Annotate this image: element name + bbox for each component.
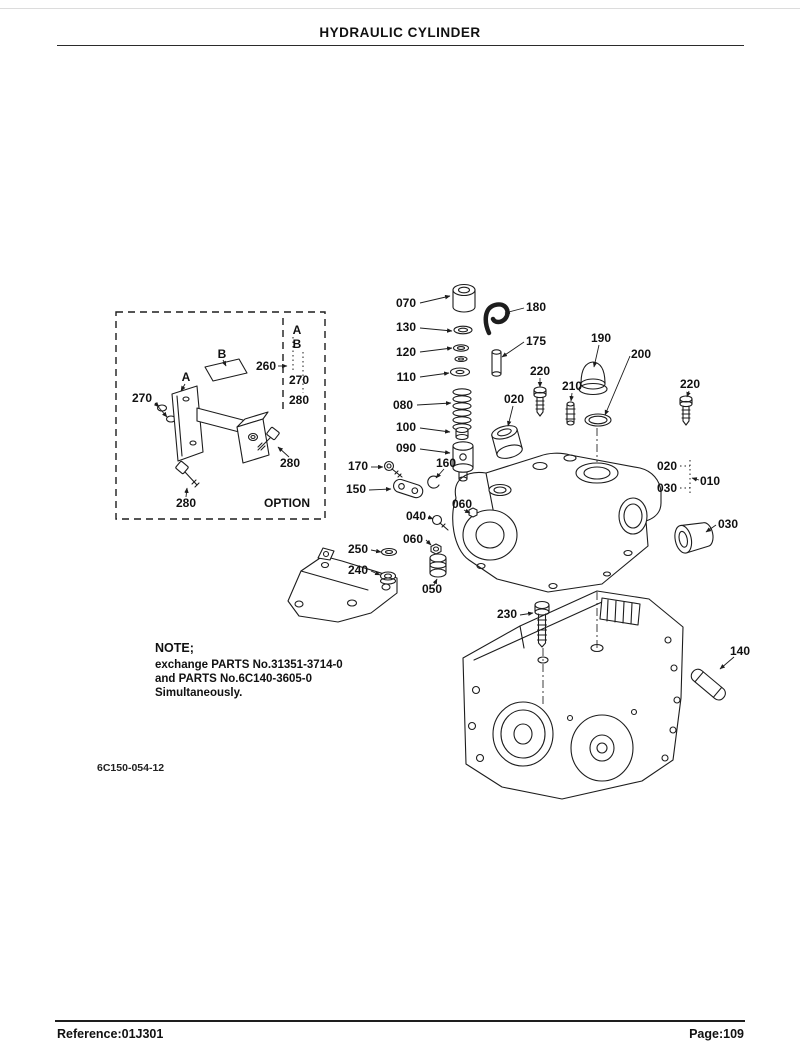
leader-lines [153,294,735,670]
page-title: HYDRAULIC CYLINDER [319,25,481,40]
part-070-cap [452,283,476,313]
part-030-bushing [674,522,714,554]
part-060-nut-lower [430,543,442,555]
option-part-a-label: A [182,370,191,384]
option-ref-260: 260 [256,359,276,373]
option-box-assembly [115,311,326,520]
callout-210: 210 [562,379,582,393]
callout-180: 180 [526,300,546,314]
option-bracket [171,385,270,464]
header-rule [57,45,744,46]
option-list-280: 280 [289,393,309,407]
part-140-pin [690,668,726,701]
scan-edge-line [0,8,800,9]
callout-040: 040 [406,509,426,523]
callout-030-group: 030 [657,481,677,495]
part-130-washer [453,325,473,335]
callout-labels: 070 130 120 110 080 100 090 180 175 190 … [346,296,750,658]
callout-010: 010 [700,474,720,488]
option-list-a: A [293,323,302,337]
callout-070: 070 [396,296,416,310]
part-220-bolt-right [679,395,693,426]
part-240-washer [379,571,397,585]
footer-reference: Reference:01J301 [57,1027,164,1041]
note-heading: NOTE; [155,641,194,655]
callout-175: 175 [526,334,546,348]
callout-060-lower: 060 [403,532,423,546]
mounting-plate [287,547,398,623]
callout-020-left: 020 [504,392,524,406]
part-175-pin [491,349,502,377]
part-210-stud [565,401,576,426]
callout-200: 200 [631,347,651,361]
part-100-seat [455,426,469,441]
part-050-damper [429,553,447,578]
part-200-oring [584,413,612,427]
part-220-bolt-left [533,386,547,417]
part-b-shim [204,358,248,382]
callout-120: 120 [396,345,416,359]
option-list-270: 270 [289,373,309,387]
option-labels: A B 260 A B 270 280 270 280 280 OPTION [132,323,310,510]
part-280-bolt-right [257,426,280,451]
option-title: OPTION [264,496,310,510]
part-020-bushing [491,425,523,459]
callout-190: 190 [591,331,611,345]
part-150-clamp [393,478,424,499]
footer-page-number: Page:109 [689,1027,744,1041]
note-line-2: and PARTS No.6C140-3605-0 [155,673,312,685]
callout-090: 090 [396,441,416,455]
crankcase-body [462,590,684,800]
callout-240: 240 [348,563,368,577]
cylinder-head-body [452,452,662,593]
callout-110: 110 [397,370,417,384]
part-040-bolt [431,514,449,531]
part-250-washer [380,547,398,557]
callout-160: 160 [436,456,456,470]
callout-020-group: 020 [657,459,677,473]
note-line-3: Simultaneously. [155,687,242,699]
part-120-ring [452,344,470,363]
part-230-bolt [534,600,550,648]
callout-250: 250 [348,542,368,556]
option-rings-270: 270 [132,391,152,405]
callout-140: 140 [730,644,750,658]
centerlines [542,428,598,706]
callout-170: 170 [348,459,368,473]
part-080-spring [452,388,472,431]
callout-080: 080 [393,398,413,412]
part-110-washer [449,367,471,377]
option-bolt-280-right: 280 [280,456,300,470]
callout-220-left: 220 [530,364,550,378]
callout-050: 050 [422,582,442,596]
option-bolt-280-lower: 280 [176,496,196,510]
part-190-cap [578,361,608,396]
part-090-valve [452,441,474,482]
exploded-parts [379,283,726,701]
part-170-bolt [383,460,403,478]
note-block: NOTE; exchange PARTS No.31351-3714-0 and… [155,641,343,699]
callout-130: 130 [396,320,416,334]
callout-150: 150 [346,482,366,496]
footer-rule [55,1020,745,1022]
option-list-b: B [293,337,302,351]
callout-100: 100 [396,420,416,434]
note-line-1: exchange PARTS No.31351-3714-0 [155,659,343,671]
figure-code: 6C150-054-12 [97,762,164,774]
part-280-bolt-lower [175,460,200,488]
callout-230: 230 [497,607,517,621]
option-part-b-label: B [218,347,227,361]
part-160-clip [427,475,440,489]
callout-030-right: 030 [718,517,738,531]
callout-220-right: 220 [680,377,700,391]
part-180-hook [483,302,510,336]
callout-060-upper: 060 [452,497,472,511]
